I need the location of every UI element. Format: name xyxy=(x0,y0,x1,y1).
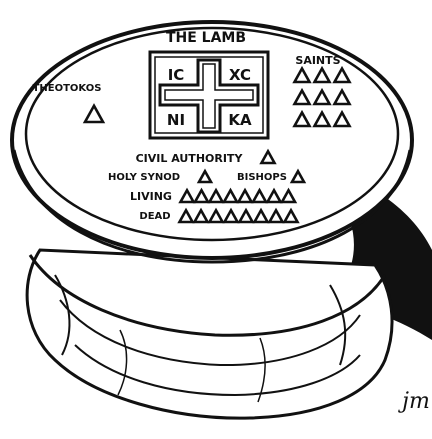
commemoration-triangle-icon xyxy=(282,207,300,224)
theotokos-triangle-icon xyxy=(82,103,106,124)
saints-label: SAINTS xyxy=(295,54,340,67)
seal-rim-edge xyxy=(12,149,412,264)
saint-triangle-icon xyxy=(312,65,332,84)
artist-signature: jm xyxy=(397,389,430,414)
commemoration-triangle-icon xyxy=(192,207,210,224)
saint-triangle-icon xyxy=(292,109,312,128)
cast-shadow xyxy=(300,160,432,340)
saint-triangle-icon xyxy=(312,109,332,128)
lamb-seal-square: IC XC NI KA xyxy=(148,50,270,140)
commemoration-triangle-icon xyxy=(289,168,307,184)
theotokos-triangle xyxy=(82,103,106,124)
commemoration-triangle-icon xyxy=(250,187,269,204)
cross-ka: KA xyxy=(228,111,252,129)
commemoration-triangle-icon xyxy=(279,187,298,204)
commemoration-triangle-icon xyxy=(196,168,214,184)
commemoration-triangle-icon xyxy=(222,207,240,224)
commemoration-triangle-icon xyxy=(259,148,277,165)
commemoration-triangle-icon xyxy=(236,187,254,204)
cross-ni: NI xyxy=(167,111,185,129)
theotokos-label: THEOTOKOS xyxy=(33,83,102,94)
commemoration-triangle-icon xyxy=(207,187,225,204)
commemoration-triangle-icon xyxy=(207,207,225,224)
commemoration-triangle-icon xyxy=(267,207,285,224)
bishops-label: BISHOPS xyxy=(237,172,287,183)
cross-xc: XC xyxy=(229,66,251,84)
saint-triangle-icon xyxy=(332,65,352,84)
commemoration-triangle-icon xyxy=(237,207,255,224)
saint-triangle-icon xyxy=(312,87,332,106)
saints-grid xyxy=(292,65,352,128)
commemoration-triangle-icon xyxy=(221,187,240,204)
commemoration-triangle-icon xyxy=(178,187,196,204)
saint-triangle-icon xyxy=(292,87,312,106)
commemoration-triangle-icon xyxy=(192,187,211,204)
lamb-label: THE LAMB xyxy=(166,30,246,46)
civil-authority-label: CIVIL AUTHORITY xyxy=(136,152,244,165)
commemoration-triangle-icon xyxy=(177,207,195,224)
living-label: LIVING xyxy=(130,190,172,203)
commemoration-triangles xyxy=(177,148,307,224)
holy-synod-label: HOLY SYNOD xyxy=(108,172,180,183)
cross-ic: IC xyxy=(168,66,185,84)
commemoration-triangle-icon xyxy=(265,187,283,204)
saint-triangle-icon xyxy=(332,109,352,128)
commemoration-triangle-icon xyxy=(252,207,270,224)
dead-label: DEAD xyxy=(139,211,170,222)
cross-icon xyxy=(158,58,260,134)
saint-triangle-icon xyxy=(332,87,352,106)
saint-triangle-icon xyxy=(292,65,312,84)
bread-base xyxy=(25,248,394,420)
